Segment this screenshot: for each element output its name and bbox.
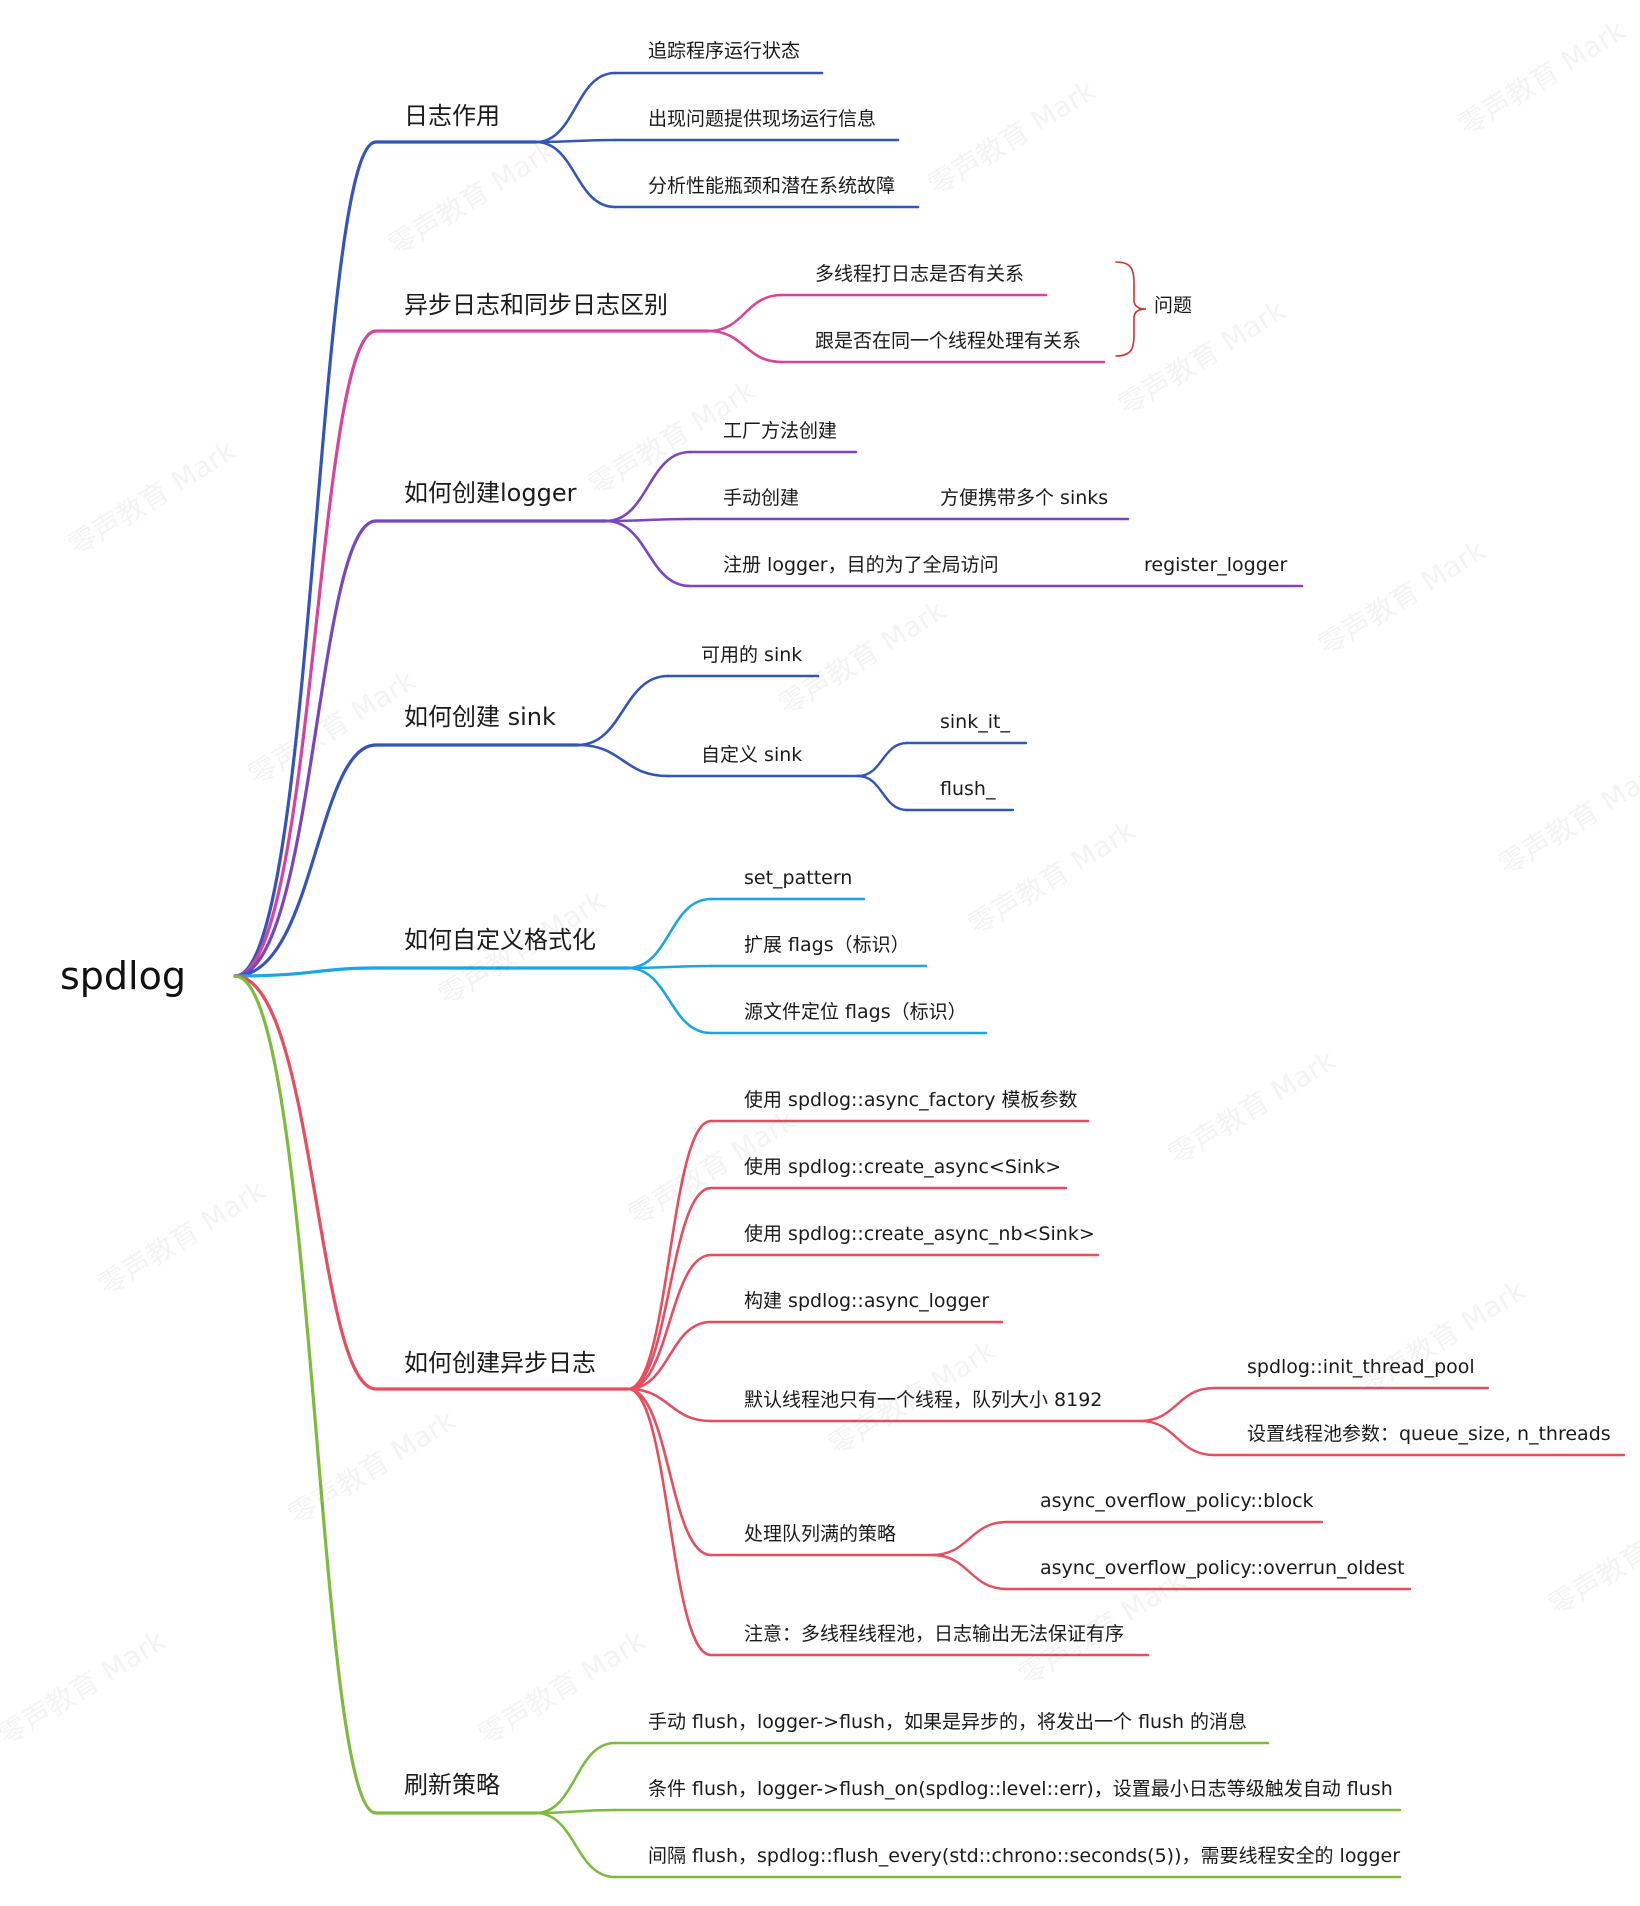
subtopic-scene-info: 出现问题提供现场运行信息: [648, 108, 877, 130]
connector-b5c2: [626, 964, 713, 970]
connector-b3c3: [604, 519, 692, 588]
subtopic-set-pattern: set_pattern: [744, 867, 853, 889]
connector-b6c6a: [930, 1520, 1009, 1557]
subtopic-default-pool: 默认线程池只有一个线程，队列大小 8192: [744, 1389, 1103, 1411]
connector-root-b3: [233, 519, 378, 978]
connector-b6c6: [626, 1387, 713, 1557]
connector-b6c5b: [1138, 1419, 1216, 1457]
subtopic-pool-params: 设置线程池参数：queue_size, n_threads: [1247, 1423, 1611, 1445]
connector-b6c7: [626, 1387, 713, 1657]
connector-b1c1: [534, 71, 617, 144]
subtopic-create-async: 使用 spdlog::create_async<Sink>: [744, 1156, 1062, 1178]
subtopic-async-logger-ctor: 构建 spdlog::async_logger: [744, 1290, 990, 1312]
topic-create-logger: 如何创建logger: [404, 479, 577, 507]
note-question: 问题: [1154, 294, 1193, 317]
subtopic-create-async-nb: 使用 spdlog::create_async_nb<Sink>: [744, 1223, 1095, 1245]
connector-b4c2b: [856, 774, 909, 812]
connector-b6c3: [626, 1253, 713, 1391]
connector-b7c3: [534, 1811, 617, 1879]
subtopic-conditional-flush: 条件 flush，logger->flush_on(spdlog::level:…: [648, 1778, 1393, 1800]
connector-b4c2a: [856, 741, 909, 778]
subtopic-factory: 工厂方法创建: [723, 420, 838, 442]
connector-b7c1: [534, 1741, 617, 1815]
subtopic-source-flags: 源文件定位 flags（标识）: [744, 1001, 967, 1023]
connector-b6c5a: [1138, 1386, 1216, 1423]
subtopic-available-sink: 可用的 sink: [701, 644, 803, 666]
connector-b4c1: [576, 674, 670, 747]
subtopic-multithread: 多线程打日志是否有关系: [815, 263, 1025, 285]
connector-b5c3: [626, 966, 713, 1035]
subtopic-track-state: 追踪程序运行状态: [648, 40, 801, 62]
subtopic-sink-it: sink_it_: [940, 711, 1010, 733]
subtopic-same-thread: 跟是否在同一个线程处理有关系: [815, 330, 1082, 352]
connector-b6c6b: [930, 1553, 1009, 1591]
topic-create-sink: 如何创建 sink: [404, 703, 556, 731]
subtopic-custom-sink: 自定义 sink: [701, 744, 803, 766]
subtopic-async-factory: 使用 spdlog::async_factory 模板参数: [744, 1089, 1078, 1111]
subtopic-policy-overrun: async_overflow_policy::overrun_oldest: [1040, 1557, 1405, 1579]
connector-b3c1: [604, 450, 692, 523]
connector-root-b2: [233, 329, 378, 978]
connector-b6c5: [626, 1387, 713, 1423]
connector-b6c2: [626, 1186, 713, 1391]
connector-b2c2: [706, 329, 784, 364]
connector-b6c1: [626, 1119, 713, 1391]
connector-b3c2: [604, 517, 692, 523]
topic-log-purpose: 日志作用: [404, 102, 500, 130]
connector-root-b1: [233, 140, 378, 978]
connector-root-b4: [233, 743, 378, 978]
subtopic-bottleneck: 分析性能瓶颈和潜在系统故障: [648, 175, 896, 197]
connector-root-b7: [233, 974, 378, 1815]
subtopic-multi-sinks: 方便携带多个 sinks: [940, 487, 1109, 509]
subtopic-init-pool: spdlog::init_thread_pool: [1247, 1356, 1475, 1378]
subtopic-flush: flush_: [940, 778, 996, 800]
connector-b6c4: [626, 1320, 713, 1391]
subtopic-manual-flush: 手动 flush，logger->flush，如果是异步的，将发出一个 flus…: [648, 1711, 1248, 1733]
topic-custom-format: 如何自定义格式化: [404, 926, 596, 954]
connector-root-b5: [233, 966, 378, 978]
connector-b2c1: [706, 293, 784, 333]
connector-b4c2: [576, 743, 670, 778]
subtopic-policy-block: async_overflow_policy::block: [1040, 1490, 1314, 1512]
subtopic-interval-flush: 间隔 flush，spdlog::flush_every(std::chrono…: [648, 1845, 1401, 1867]
connector-b1c2: [534, 138, 617, 144]
subtopic-order-warning: 注意：多线程线程池，日志输出无法保证有序: [744, 1623, 1125, 1645]
subtopic-register-logger: register_logger: [1144, 554, 1288, 576]
topic-async-vs-sync: 异步日志和同步日志区别: [404, 291, 668, 319]
connector-b7c2: [534, 1808, 617, 1815]
connector-root-b6: [233, 974, 378, 1391]
note-brace: [1115, 261, 1147, 357]
subtopic-manual: 手动创建: [723, 487, 800, 509]
subtopic-queue-full: 处理队列满的策略: [744, 1523, 897, 1545]
subtopic-register: 注册 logger，目的为了全局访问: [723, 554, 999, 576]
root-node: spdlog: [60, 954, 186, 998]
topic-async-logger: 如何创建异步日志: [404, 1349, 596, 1377]
connector-b1c3: [534, 140, 617, 209]
topic-flush-policy: 刷新策略: [404, 1771, 500, 1799]
connector-b5c1: [626, 897, 713, 970]
subtopic-extend-flags: 扩展 flags（标识）: [744, 934, 910, 956]
